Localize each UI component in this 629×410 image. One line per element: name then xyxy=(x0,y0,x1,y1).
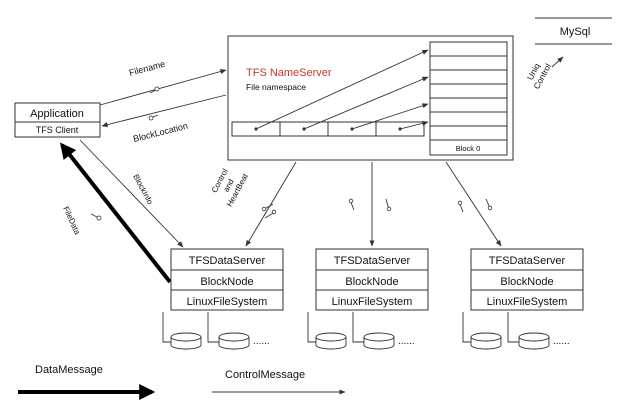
legend-control-message-label: ControlMessage xyxy=(225,369,305,381)
dataserver-3: TFSDataServer BlockNode LinuxFileSystem xyxy=(470,248,584,311)
nameserver-subtitle: File namespace xyxy=(246,82,306,92)
tfs-dataserver-label: TFSDataServer xyxy=(189,255,266,267)
more-disks-ellipsis: ...... xyxy=(398,336,415,347)
block-location-arrow xyxy=(101,94,227,128)
control-arrow xyxy=(445,161,502,247)
message-envelope-icon xyxy=(148,114,159,121)
nameserver-title: TFS NameServer xyxy=(246,67,332,79)
control-heartbeat-arrow xyxy=(245,161,297,247)
uniq-control-label: Uniq Control xyxy=(525,61,553,90)
disk-icon xyxy=(218,332,250,350)
mysql-label: MySql xyxy=(560,26,591,38)
disk-group-1: ...... xyxy=(162,312,270,350)
pointer-arrow xyxy=(351,103,429,130)
control-heartbeat-label: Control and HeartBeat xyxy=(210,167,250,208)
block-info-arrow xyxy=(79,139,184,248)
application-title: Application xyxy=(30,108,84,120)
message-envelope-icon xyxy=(149,86,160,94)
pointer-arrow xyxy=(303,76,429,130)
disk-icon xyxy=(470,332,502,350)
linux-filesystem-label: LinuxFileSystem xyxy=(487,296,568,308)
dataserver-box xyxy=(315,248,429,311)
namespace-table xyxy=(231,121,425,137)
linux-filesystem-label: LinuxFileSystem xyxy=(187,296,268,308)
pointer-dot xyxy=(254,127,258,131)
dataserver-1: TFSDataServer BlockNode LinuxFileSystem xyxy=(170,248,284,311)
dataserver-box xyxy=(470,248,584,311)
linux-filesystem-label: LinuxFileSystem xyxy=(332,296,413,308)
blocknode-label: BlockNode xyxy=(500,276,553,288)
namespace-pointers xyxy=(254,49,429,131)
more-disks-ellipsis: ...... xyxy=(253,336,270,347)
disk-icon xyxy=(315,332,347,350)
block-0-label: Block 0 xyxy=(456,144,481,153)
disk-icon xyxy=(363,332,395,350)
block-list: Block 0 xyxy=(429,41,508,156)
pointer-arrow xyxy=(399,120,429,130)
file-data-arrow xyxy=(60,142,172,284)
block-location-label: BlockLocation xyxy=(132,121,189,144)
disk-icon xyxy=(170,332,202,350)
filename-arrow xyxy=(99,69,227,106)
file-data-label: FileData xyxy=(61,205,82,236)
message-envelope-icon xyxy=(485,198,493,211)
tfs-client-label: TFS Client xyxy=(36,125,79,135)
block-info-label: BlockInfo xyxy=(131,173,155,207)
dataserver-2: TFSDataServer BlockNode LinuxFileSystem xyxy=(315,248,429,311)
tfs-dataserver-label: TFSDataServer xyxy=(334,255,411,267)
message-envelope-icon xyxy=(348,198,355,211)
message-envelope-icon xyxy=(261,203,274,212)
disk-group-3: ...... xyxy=(462,312,570,350)
disk-icon xyxy=(518,332,550,350)
filename-label: Filename xyxy=(128,59,166,78)
message-envelope-icon xyxy=(385,198,392,212)
message-envelope-icon xyxy=(90,213,102,221)
application-box xyxy=(14,102,101,138)
dataserver-box xyxy=(170,248,284,311)
blocknode-label: BlockNode xyxy=(345,276,398,288)
blocknode-label: BlockNode xyxy=(200,276,253,288)
message-envelope-icon xyxy=(457,200,464,213)
legend-data-message-label: DataMessage xyxy=(35,364,103,376)
message-envelope-icon xyxy=(264,209,277,219)
disk-group-2: ...... xyxy=(307,312,415,350)
pointer-arrow xyxy=(255,49,429,130)
block-list-frame xyxy=(429,41,508,156)
tfs-dataserver-label: TFSDataServer xyxy=(489,255,566,267)
more-disks-ellipsis: ...... xyxy=(553,336,570,347)
uniq-control-arrow xyxy=(551,56,564,68)
